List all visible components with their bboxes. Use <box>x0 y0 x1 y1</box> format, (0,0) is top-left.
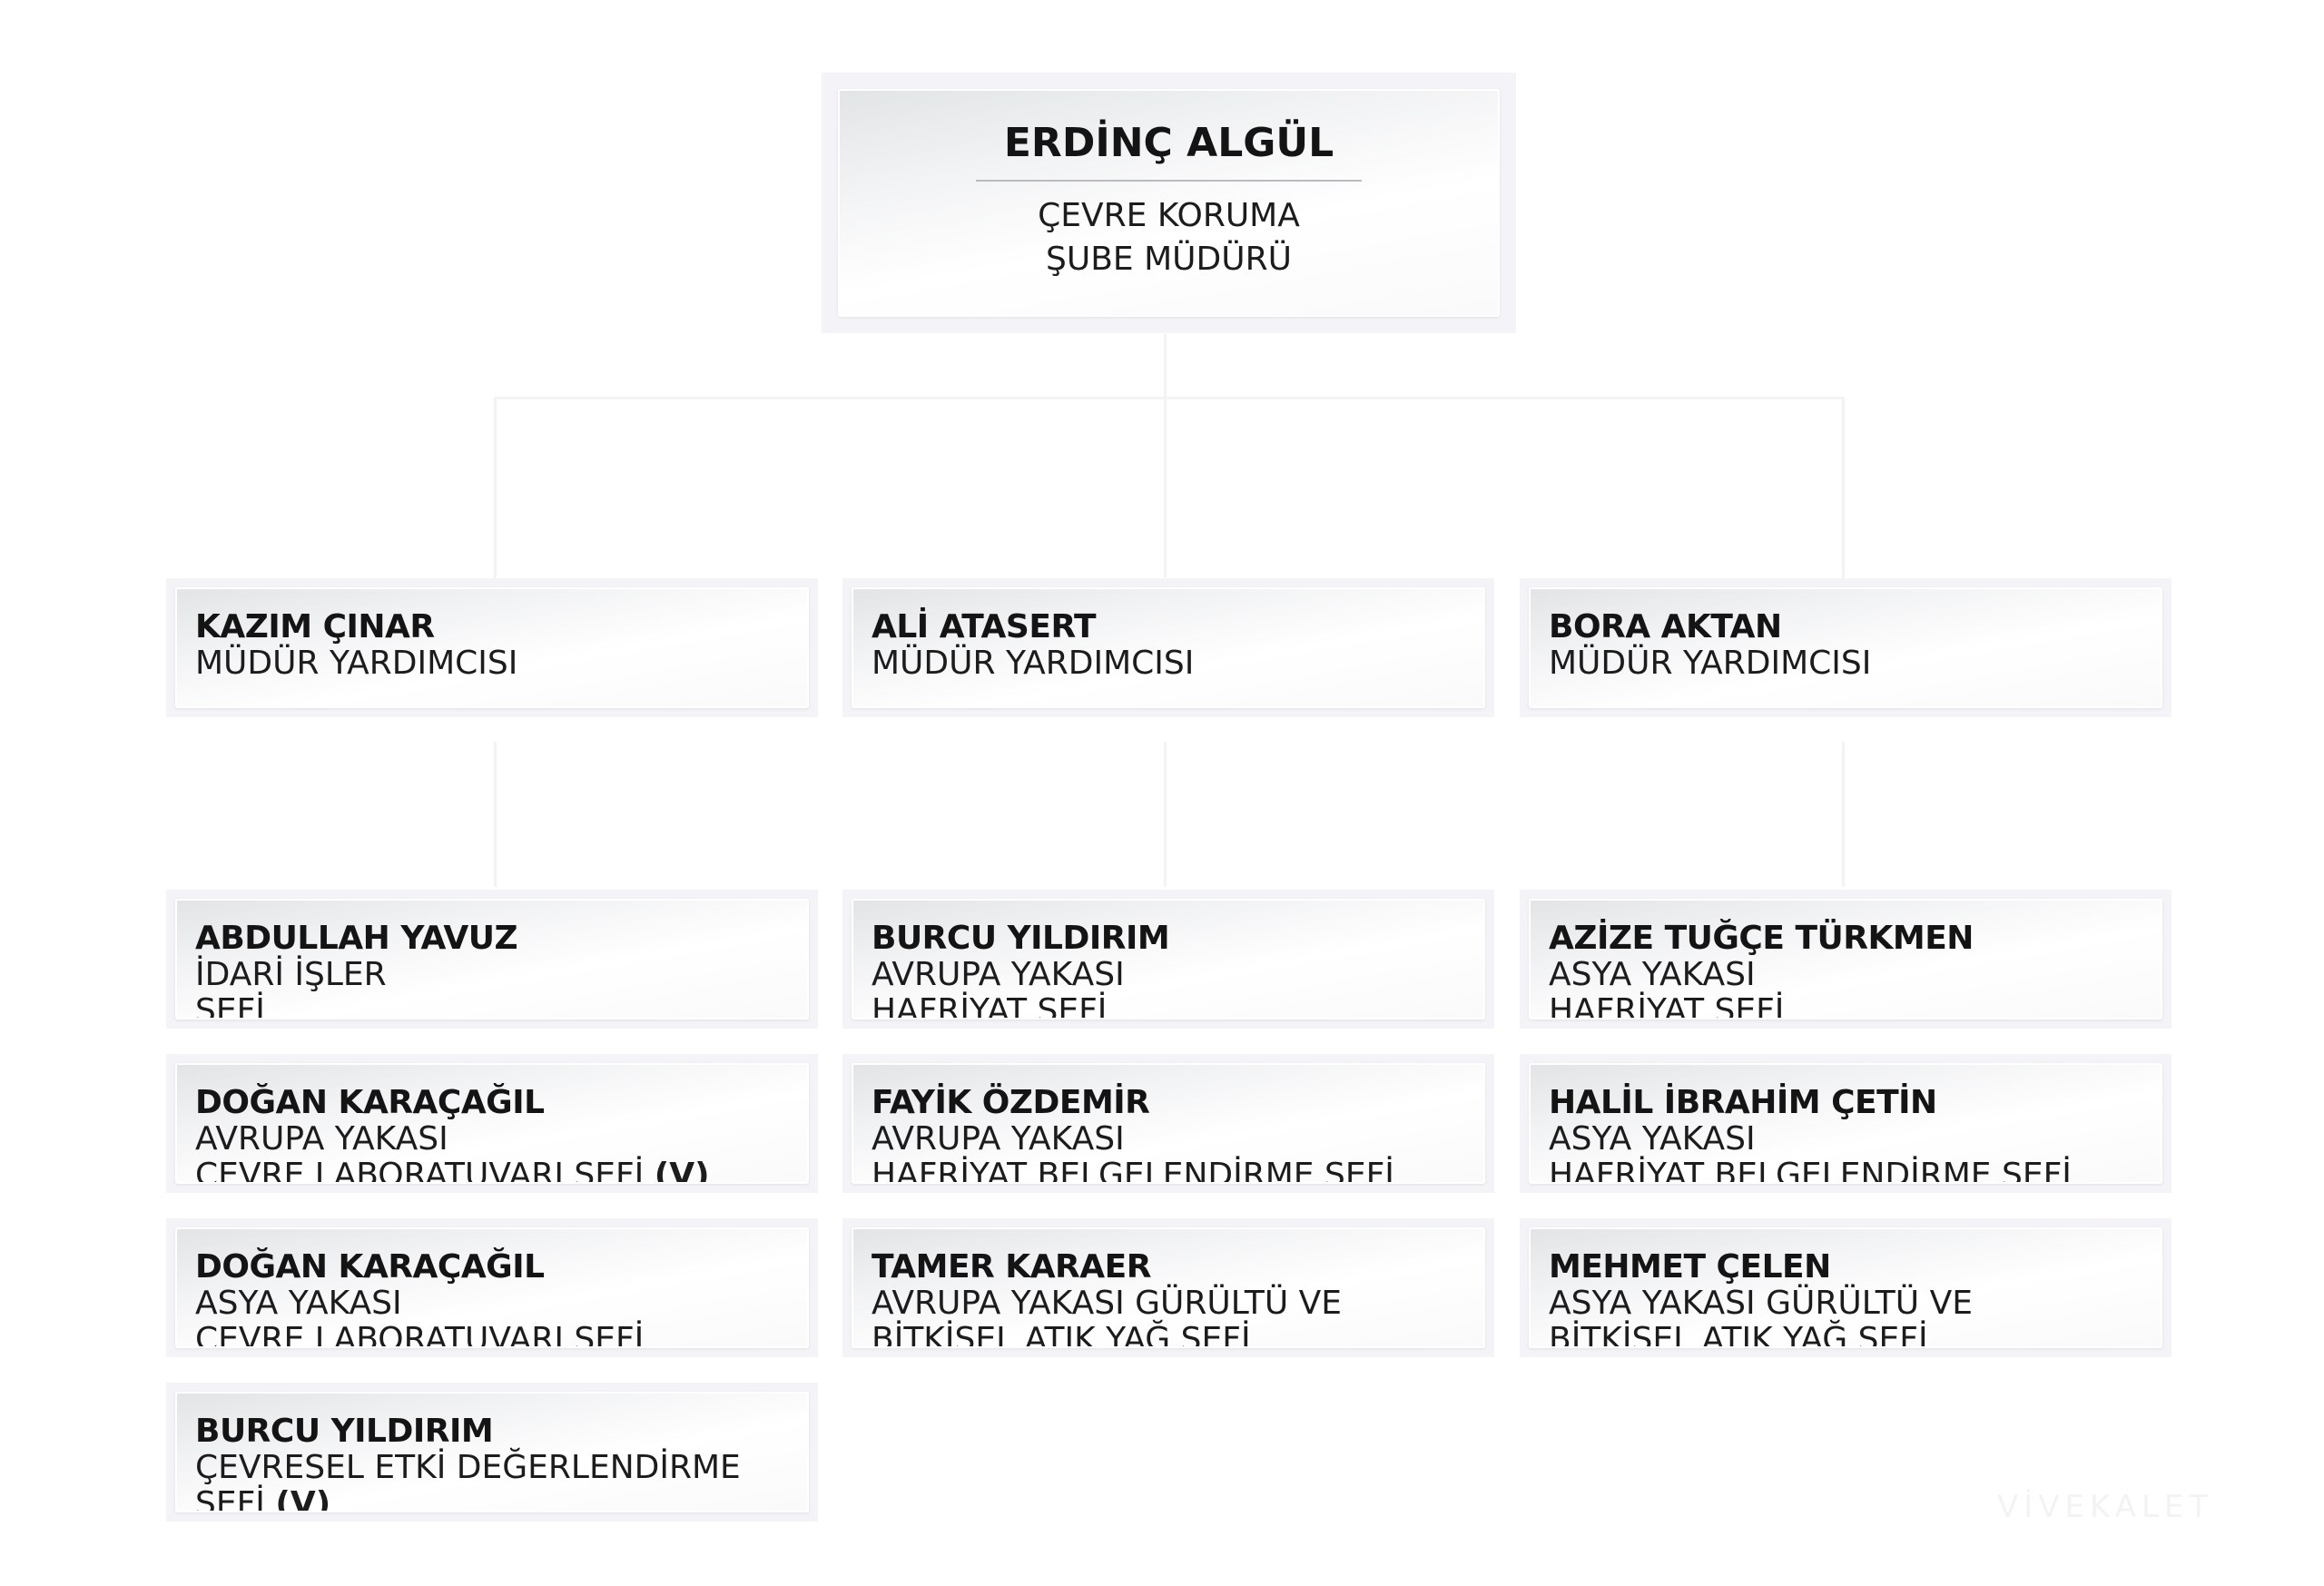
deputy-box: ALİ ATASERT MÜDÜR YARDIMCISI <box>842 578 1494 717</box>
chief-box: DOĞAN KARAÇAĞIL AVRUPA YAKASI ÇEVRE LABO… <box>166 1054 818 1193</box>
chief-title-line: ŞEFİ <box>195 992 265 1020</box>
head-card: ERDİNÇ ALGÜL ÇEVRE KORUMA ŞUBE MÜDÜRÜ <box>838 89 1500 317</box>
deputy-title: MÜDÜR YARDIMCISI <box>1549 645 1872 682</box>
chief-box: AZİZE TUĞÇE TÜRKMEN ASYA YAKASI HAFRİYAT… <box>1520 890 2171 1029</box>
connector-right-vertical <box>1842 397 1845 578</box>
deputy-name: KAZIM ÇINAR <box>195 608 435 645</box>
chief-box: BURCU YILDIRIM ÇEVRESEL ETKİ DEĞERLENDİR… <box>166 1383 818 1522</box>
chief-title-line: HAFRİYAT BELGELENDİRME ŞEFİ <box>872 1157 1394 1184</box>
head-title-line: ÇEVRE KORUMA <box>1038 197 1300 234</box>
chief-title-line: ÇEVRESEL ETKİ DEĞERLENDİRME <box>195 1449 741 1486</box>
chief-name: FAYİK ÖZDEMİR <box>872 1084 1150 1121</box>
chief-title-line: ASYA YAKASI <box>195 1285 402 1322</box>
chief-card: ABDULLAH YAVUZ İDARİ İŞLER ŞEFİ <box>175 899 809 1020</box>
chief-box: TAMER KARAER AVRUPA YAKASI GÜRÜLTÜ VE Bİ… <box>842 1218 1494 1357</box>
connector-col2-vertical <box>1164 742 1167 887</box>
connector-center-vertical <box>1164 334 1167 577</box>
chief-box: MEHMET ÇELEN ASYA YAKASI GÜRÜLTÜ VE BİTK… <box>1520 1218 2171 1357</box>
chief-title-line: ÇEVRE LABORATUVARI ŞEFİ <box>195 1321 645 1348</box>
chief-card: FAYİK ÖZDEMİR AVRUPA YAKASI HAFRİYAT BEL… <box>852 1063 1485 1184</box>
chief-box: HALİL İBRAHİM ÇETİN ASYA YAKASI HAFRİYAT… <box>1520 1054 2171 1193</box>
connector-col3-vertical <box>1842 742 1845 887</box>
chief-name: AZİZE TUĞÇE TÜRKMEN <box>1549 920 1974 957</box>
deputy-box: KAZIM ÇINAR MÜDÜR YARDIMCISI <box>166 578 818 717</box>
chief-title-line: ŞEFİ (V) <box>195 1486 789 1512</box>
chief-title-line: HAFRİYAT BELGELENDİRME ŞEFİ <box>1549 1157 2072 1184</box>
chief-title-line: AVRUPA YAKASI GÜRÜLTÜ VE <box>872 1285 1342 1322</box>
chief-box: DOĞAN KARAÇAĞIL ASYA YAKASI ÇEVRE LABORA… <box>166 1218 818 1357</box>
connector-left-vertical <box>494 397 497 578</box>
acting-marker: (V) <box>275 1485 331 1512</box>
chief-name: DOĞAN KARAÇAĞIL <box>195 1084 545 1121</box>
watermark: VİVEKALET <box>1997 1489 2214 1525</box>
chief-box: BURCU YILDIRIM AVRUPA YAKASI HAFRİYAT ŞE… <box>842 890 1494 1029</box>
chief-box: ABDULLAH YAVUZ İDARİ İŞLER ŞEFİ <box>166 890 818 1029</box>
chief-title-text: ÇEVRE LABORATUVARI ŞEFİ <box>195 1157 645 1184</box>
deputy-name: BORA AKTAN <box>1549 608 1782 645</box>
chief-title-text: ŞEFİ <box>195 1485 265 1512</box>
deputy-card: KAZIM ÇINAR MÜDÜR YARDIMCISI <box>175 587 809 708</box>
chief-card: HALİL İBRAHİM ÇETİN ASYA YAKASI HAFRİYAT… <box>1529 1063 2162 1184</box>
deputy-box: BORA AKTAN MÜDÜR YARDIMCISI <box>1520 578 2171 717</box>
head-divider <box>976 180 1362 182</box>
chief-title-line: AVRUPA YAKASI <box>872 956 1125 993</box>
chief-name: ABDULLAH YAVUZ <box>195 920 518 957</box>
chief-title-line: HAFRİYAT ŞEFİ <box>872 992 1108 1020</box>
chief-box: FAYİK ÖZDEMİR AVRUPA YAKASI HAFRİYAT BEL… <box>842 1054 1494 1193</box>
deputy-card: ALİ ATASERT MÜDÜR YARDIMCISI <box>852 587 1485 708</box>
chief-title-line: ÇEVRE LABORATUVARI ŞEFİ (V) <box>195 1157 789 1184</box>
chief-card: MEHMET ÇELEN ASYA YAKASI GÜRÜLTÜ VE BİTK… <box>1529 1227 2162 1348</box>
chief-card: DOĞAN KARAÇAĞIL ASYA YAKASI ÇEVRE LABORA… <box>175 1227 809 1348</box>
connector-top-horizontal <box>496 397 1844 399</box>
chief-title-line: AVRUPA YAKASI <box>195 1120 448 1157</box>
chief-title-line: HAFRİYAT ŞEFİ <box>1549 992 1785 1020</box>
head-box: ERDİNÇ ALGÜL ÇEVRE KORUMA ŞUBE MÜDÜRÜ <box>822 73 1516 333</box>
deputy-title: MÜDÜR YARDIMCISI <box>195 645 518 682</box>
chief-title-line: BİTKİSEL ATIK YAĞ ŞEFİ <box>872 1321 1251 1348</box>
chief-name: HALİL İBRAHİM ÇETİN <box>1549 1084 1937 1121</box>
deputy-card: BORA AKTAN MÜDÜR YARDIMCISI <box>1529 587 2162 708</box>
chief-title-line: ASYA YAKASI <box>1549 1120 1756 1157</box>
chief-card: BURCU YILDIRIM ÇEVRESEL ETKİ DEĞERLENDİR… <box>175 1392 809 1512</box>
chief-name: TAMER KARAER <box>872 1248 1151 1286</box>
chief-card: TAMER KARAER AVRUPA YAKASI GÜRÜLTÜ VE Bİ… <box>852 1227 1485 1348</box>
chief-card: AZİZE TUĞÇE TÜRKMEN ASYA YAKASI HAFRİYAT… <box>1529 899 2162 1020</box>
deputy-name: ALİ ATASERT <box>872 608 1097 645</box>
chief-name: BURCU YILDIRIM <box>195 1413 494 1450</box>
head-title-line: ŞUBE MÜDÜRÜ <box>1046 241 1292 278</box>
chief-name: MEHMET ÇELEN <box>1549 1248 1831 1286</box>
chief-title-line: AVRUPA YAKASI <box>872 1120 1125 1157</box>
head-name: ERDİNÇ ALGÜL <box>1003 120 1334 166</box>
deputy-title: MÜDÜR YARDIMCISI <box>872 645 1195 682</box>
chief-name: DOĞAN KARAÇAĞIL <box>195 1248 545 1286</box>
chief-name: BURCU YILDIRIM <box>872 920 1170 957</box>
acting-marker: (V) <box>654 1157 710 1184</box>
chief-card: DOĞAN KARAÇAĞIL AVRUPA YAKASI ÇEVRE LABO… <box>175 1063 809 1184</box>
chief-title-line: ASYA YAKASI GÜRÜLTÜ VE <box>1549 1285 1973 1322</box>
chief-card: BURCU YILDIRIM AVRUPA YAKASI HAFRİYAT ŞE… <box>852 899 1485 1020</box>
chief-title-line: ASYA YAKASI <box>1549 956 1756 993</box>
chief-title-line: BİTKİSEL ATIK YAĞ ŞEFİ <box>1549 1321 1928 1348</box>
chief-title-line: İDARİ İŞLER <box>195 956 387 993</box>
connector-col1-vertical <box>494 742 497 887</box>
